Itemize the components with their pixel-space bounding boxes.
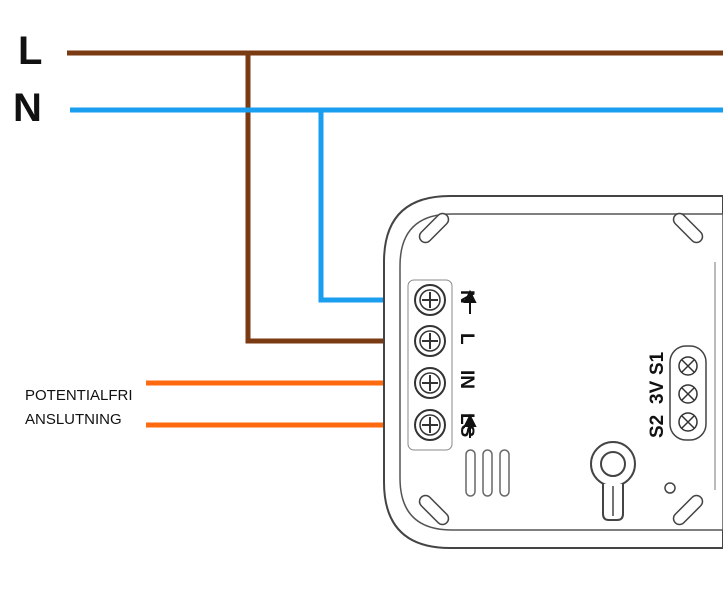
terminal-label-in: IN [456, 370, 477, 389]
neutral-bus-label: N [13, 86, 42, 130]
neutral-wire [70, 107, 723, 303]
potential-free-note: POTENTIALFRI ANSLUTNING [25, 384, 133, 432]
aux-label-3v: 3V [647, 380, 668, 404]
switch-module: N L IN LS [383, 195, 723, 549]
terminal-screw-ls [414, 409, 446, 441]
aux-screw-3v [678, 384, 698, 404]
aux-label-s1: S1 [647, 351, 668, 375]
potential-free-wires [146, 380, 395, 428]
up-arrow-icon [463, 289, 477, 314]
corner-clips [418, 212, 704, 526]
live-bus-label: L [18, 29, 42, 73]
aux-screw-s1 [678, 356, 698, 376]
aux-screw-s2 [678, 412, 698, 432]
terminal-screw-in [414, 367, 446, 399]
note-line-1: POTENTIALFRI [25, 387, 133, 404]
terminal-label-l: L [456, 333, 477, 345]
aux-label-s2: S2 [647, 415, 668, 438]
terminal-screw-l [414, 325, 446, 357]
live-wire [67, 50, 723, 344]
note-line-2: ANSLUTNING [25, 411, 122, 428]
button-icon [590, 441, 636, 521]
vent-slots [465, 449, 510, 497]
led-indicator-icon [664, 482, 676, 494]
terminal-screw-n [414, 284, 446, 316]
up-arrow-icon [463, 413, 477, 438]
